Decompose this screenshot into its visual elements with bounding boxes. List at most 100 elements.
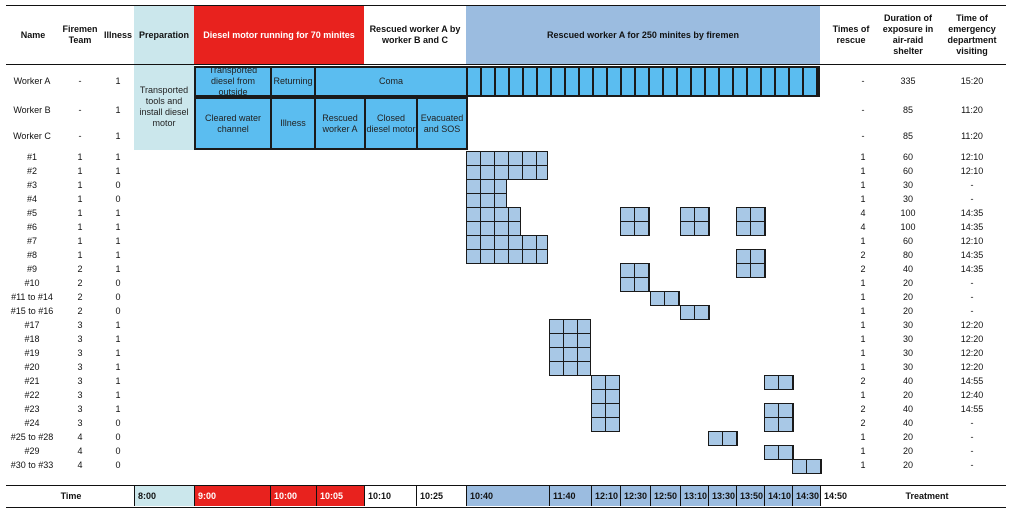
rescue-block xyxy=(620,207,650,222)
timeline-tick: 10:05 xyxy=(316,486,364,506)
timeline-treatment: Treatment xyxy=(905,491,949,501)
row-team: - xyxy=(78,76,82,86)
row-team: 3 xyxy=(77,390,83,400)
row-duration: 60 xyxy=(902,152,913,162)
row-illness: 0 xyxy=(115,446,121,456)
row-name: #19 xyxy=(24,348,40,358)
row-duration: 20 xyxy=(902,292,913,302)
header-rescued-250: Rescued worker A for 250 minites by fire… xyxy=(547,29,739,40)
row-illness: 0 xyxy=(115,194,121,204)
row-name: #9 xyxy=(26,264,37,274)
rescue-block xyxy=(591,417,620,432)
row-duration: 30 xyxy=(902,194,913,204)
row-duration: 335 xyxy=(900,76,916,86)
row-times: 1 xyxy=(860,306,866,316)
row-name: #4 xyxy=(26,194,37,204)
timeline-tick: 14:10 xyxy=(764,486,792,506)
row-times: - xyxy=(861,131,865,141)
row-visit: - xyxy=(970,460,974,470)
row-illness: 1 xyxy=(115,105,121,115)
row-visit: - xyxy=(970,194,974,204)
rescue-block xyxy=(466,249,548,264)
header-duration: Duration of exposure in air-raid shelter xyxy=(882,13,934,56)
row-times: 2 xyxy=(860,404,866,414)
row-visit: 12:10 xyxy=(960,152,984,162)
rescue-block xyxy=(591,403,620,418)
row-name: #18 xyxy=(24,334,40,344)
timeline-label: Time xyxy=(60,491,82,501)
row-illness: 0 xyxy=(115,432,121,442)
row-duration: 40 xyxy=(902,418,913,428)
row-times: - xyxy=(861,76,865,86)
row-duration: 20 xyxy=(902,432,913,442)
header-team: Firemen Team xyxy=(62,24,98,45)
row-duration: 30 xyxy=(902,180,913,190)
rescue-block xyxy=(466,221,521,236)
row-duration: 30 xyxy=(902,334,913,344)
row-times: 1 xyxy=(860,236,866,246)
timeline-tick: 10:10 xyxy=(364,486,416,506)
row-visit: - xyxy=(970,180,974,190)
rescue-block xyxy=(466,235,548,250)
row-team: 2 xyxy=(77,306,83,316)
timeline-tick: 13:10 xyxy=(680,486,708,506)
row-name: #6 xyxy=(26,222,37,232)
row-times: 1 xyxy=(860,292,866,302)
row-visit: - xyxy=(970,278,974,288)
row-name: Worker C xyxy=(13,131,51,141)
row-illness: 1 xyxy=(115,334,121,344)
row-illness: 1 xyxy=(115,404,121,414)
row-duration: 30 xyxy=(902,348,913,358)
row-name: #1 xyxy=(26,152,37,162)
row-name: #11 to #14 xyxy=(11,292,53,302)
row-team: 3 xyxy=(77,418,83,428)
header-emergency: Time of emergency department visiting xyxy=(947,13,997,56)
rescue-block xyxy=(466,165,548,180)
row-name: #30 to #33 xyxy=(10,460,54,470)
row-illness: 1 xyxy=(115,208,121,218)
timeline-bottom-line xyxy=(6,507,1006,508)
row-duration: 85 xyxy=(902,131,913,141)
rescue-band xyxy=(466,6,820,64)
row-illness: 0 xyxy=(115,306,121,316)
row-visit: 14:55 xyxy=(960,376,984,386)
row-visit: - xyxy=(970,292,974,302)
header-times: Times of rescue xyxy=(832,24,870,45)
timeline-tick: 9:00 xyxy=(194,486,270,506)
row-duration: 100 xyxy=(900,222,916,232)
row-visit: - xyxy=(970,446,974,456)
row-duration: 20 xyxy=(902,278,913,288)
row-times: 1 xyxy=(860,152,866,162)
rescue-block xyxy=(466,151,548,166)
timeline-tick: 10:40 xyxy=(466,486,549,506)
coma-grid xyxy=(466,66,820,97)
row-illness: 0 xyxy=(115,278,121,288)
timeline-tick: 13:30 xyxy=(708,486,736,506)
row-illness: 0 xyxy=(115,180,121,190)
activity-preparation: Transported tools and install diesel mot… xyxy=(139,85,189,128)
rescue-block xyxy=(708,431,738,446)
rescue-block xyxy=(764,417,794,432)
row-times: 1 xyxy=(860,348,866,358)
row-illness: 0 xyxy=(115,460,121,470)
rescue-block xyxy=(680,221,710,236)
timeline-tick: 14:30 xyxy=(792,486,820,506)
row-name: #25 to #28 xyxy=(10,432,54,442)
row-team: 3 xyxy=(77,376,83,386)
row-team: 1 xyxy=(77,236,83,246)
rescue-block xyxy=(591,375,620,390)
rescue-block xyxy=(549,333,591,348)
row-visit: 12:20 xyxy=(960,362,984,372)
row-name: Worker B xyxy=(13,105,51,115)
row-team: 1 xyxy=(77,152,83,162)
rescue-block xyxy=(736,263,766,278)
row-duration: 100 xyxy=(900,208,916,218)
row-duration: 20 xyxy=(902,390,913,400)
row-times: - xyxy=(861,105,865,115)
row-illness: 1 xyxy=(115,376,121,386)
rescue-block xyxy=(792,459,822,474)
row-name: #5 xyxy=(26,208,37,218)
rescue-block xyxy=(466,179,507,194)
rescue-block xyxy=(680,207,710,222)
row-team: 4 xyxy=(77,446,83,456)
